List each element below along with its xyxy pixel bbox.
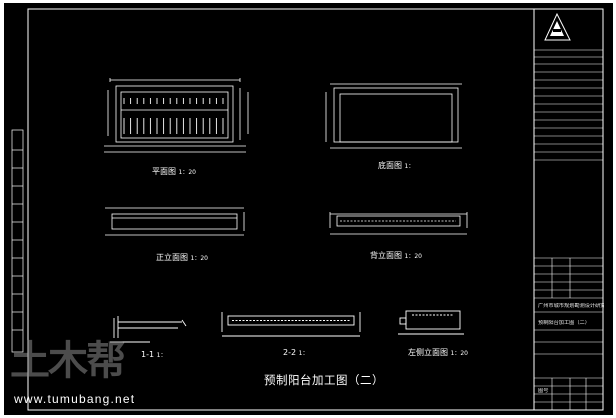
plan-view-label: 平面图 1：20 (152, 167, 196, 176)
detail-view-label: 左侧立面图 1：20 (408, 348, 468, 357)
watermark: 土木帮 www.tumubang.net (10, 338, 134, 406)
firm-logo-icon (544, 12, 571, 41)
section-2-label: 2-2 1： (283, 348, 309, 357)
front-view (105, 207, 245, 236)
title-block-footer-label: 图号 (538, 388, 549, 394)
detail-view (398, 310, 464, 335)
front-view-label: 正立面图 1：20 (156, 253, 208, 262)
bottom-view (325, 83, 462, 149)
firm-name: 广州市城市规划勘测设计研究院 (538, 303, 604, 309)
inner-frame (27, 8, 604, 411)
title-block-drawing-name: 预制阳台加工图（二） (538, 320, 590, 326)
section-2-2 (221, 312, 361, 337)
drawing-title: 预制阳台加工图（二） (264, 373, 384, 387)
watermark-url: www.tumubang.net (14, 392, 136, 406)
watermark-brand: 土木帮 (10, 338, 126, 384)
plan-view (104, 78, 249, 153)
back-view-label: 背立面图 1：20 (370, 251, 422, 260)
section-1-label: 1-1 1： (141, 350, 167, 359)
bottom-view-label: 底面图 1： (378, 161, 415, 170)
back-view (329, 212, 468, 235)
binding-strip (11, 129, 24, 353)
title-block-lines (534, 49, 603, 410)
section-1-1 (110, 316, 187, 343)
plan-rebars (123, 98, 224, 134)
